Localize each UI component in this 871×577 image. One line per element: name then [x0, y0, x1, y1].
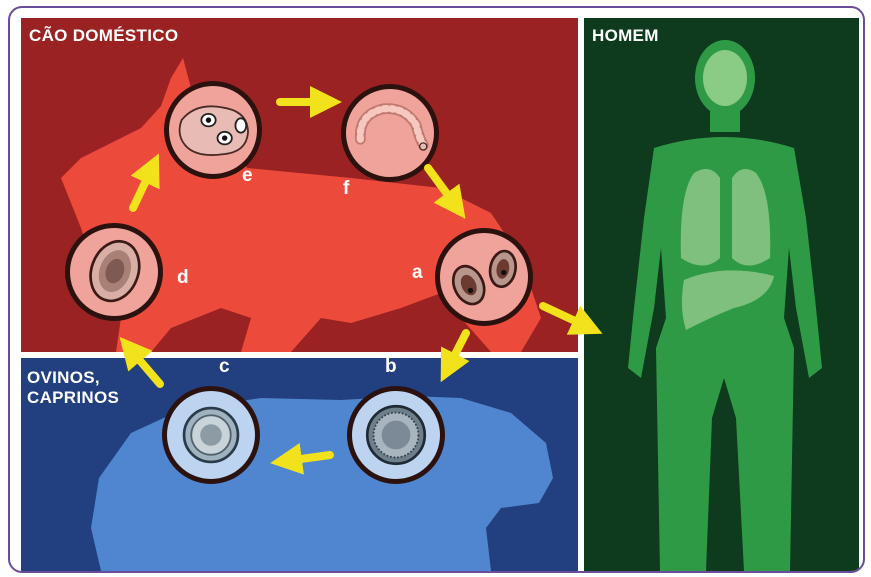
stage-label-f: f	[343, 178, 349, 200]
stage-label-a: a	[412, 262, 423, 284]
human-silhouette	[584, 18, 859, 571]
protoscolex-icon	[70, 228, 158, 316]
stage-label-e: e	[242, 165, 253, 187]
stage-f-adult-worm-circle	[341, 84, 439, 182]
stage-label-d: d	[177, 267, 189, 289]
eggs-icon	[440, 233, 528, 321]
scolex-icon	[169, 86, 257, 174]
sheep-panel-title: OVINOS, CAPRINOS	[27, 368, 119, 408]
egg-icon	[352, 391, 440, 479]
stage-label-b: b	[385, 356, 397, 378]
cyst-icon	[167, 391, 255, 479]
stage-b-egg-circle	[347, 386, 445, 484]
dog-panel-title: CÃO DOMÉSTICO	[29, 26, 178, 46]
stage-a-eggs-circle	[435, 228, 533, 326]
sheep-panel: OVINOS, CAPRINOS	[21, 358, 578, 571]
life-cycle-diagram: CÃO DOMÉSTICO OVINOS, CAPRINOS HOMEM	[8, 6, 865, 573]
stage-label-c: c	[219, 356, 230, 378]
stage-d-protoscolex-circle	[65, 223, 163, 321]
adult-worm-icon	[346, 89, 434, 177]
human-panel-title: HOMEM	[592, 26, 659, 46]
stage-c-cyst-circle	[162, 386, 260, 484]
human-panel: HOMEM	[584, 18, 859, 571]
